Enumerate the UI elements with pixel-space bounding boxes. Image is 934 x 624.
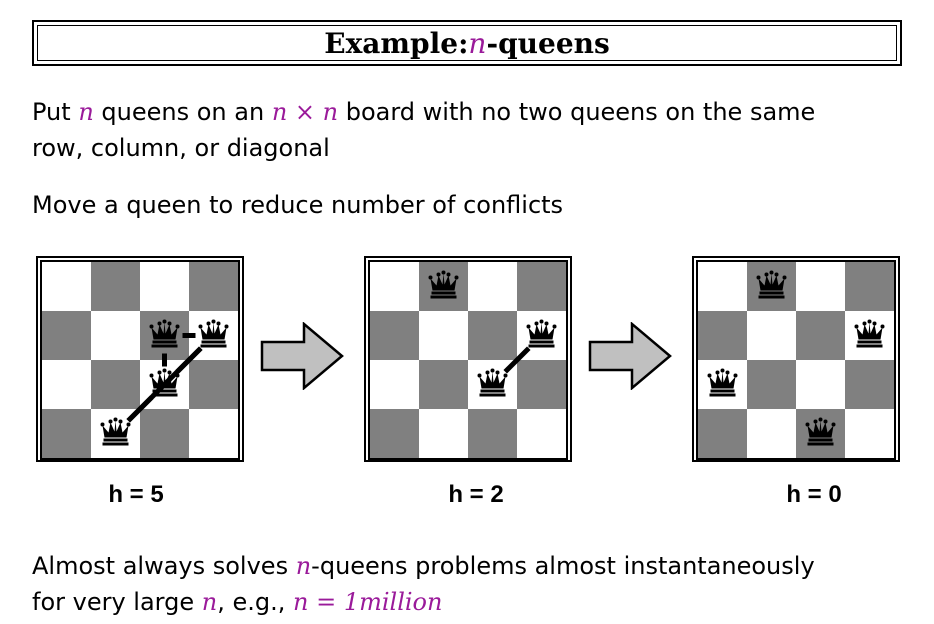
board-square xyxy=(370,262,419,311)
queen-icon xyxy=(428,270,459,299)
problem-statement: Put n queens on an n × n board with no t… xyxy=(32,94,815,166)
math-var: n xyxy=(201,588,218,616)
board-square xyxy=(370,409,419,458)
board-square xyxy=(140,262,189,311)
right-arrow-icon xyxy=(588,322,672,390)
conflict-line xyxy=(175,346,203,374)
math-expr: n × n xyxy=(271,98,339,126)
text-fragment: , e.g., xyxy=(217,588,293,616)
board-square xyxy=(419,360,468,409)
right-arrow-icon xyxy=(260,322,344,390)
queen-icon xyxy=(707,368,738,397)
queen-icon xyxy=(854,319,885,348)
board-square xyxy=(419,409,468,458)
board-square xyxy=(42,311,91,360)
board-square xyxy=(91,311,140,360)
text-fragment: Put xyxy=(32,98,79,126)
conclusion-text: Almost always solves n-queens problems a… xyxy=(32,548,815,620)
board-square xyxy=(517,409,566,458)
board-square xyxy=(796,311,845,360)
board-h5 xyxy=(36,256,244,462)
text-fragment: for very large xyxy=(32,588,202,616)
board-square xyxy=(845,262,894,311)
board-square xyxy=(370,360,419,409)
queen-icon xyxy=(756,270,787,299)
board-square xyxy=(845,360,894,409)
board-square xyxy=(91,360,140,409)
conflict-line xyxy=(126,395,154,423)
board-square xyxy=(42,360,91,409)
board-square xyxy=(189,262,238,311)
board-square xyxy=(189,360,238,409)
board-h2 xyxy=(364,256,572,462)
board-square xyxy=(796,360,845,409)
math-expr: n = 1million xyxy=(293,588,443,616)
conflict-line xyxy=(503,346,531,374)
board-square xyxy=(42,409,91,458)
board-square xyxy=(796,262,845,311)
board-square xyxy=(698,311,747,360)
board-h0 xyxy=(692,256,900,462)
queen-icon xyxy=(526,319,557,348)
board-square xyxy=(468,311,517,360)
text-fragment: -queens problems almost instantaneously xyxy=(311,552,815,580)
board-square xyxy=(747,311,796,360)
text-fragment: board with no two queens on the same xyxy=(338,98,816,126)
queen-icon xyxy=(100,417,131,446)
board-square xyxy=(140,409,189,458)
board-square xyxy=(698,262,747,311)
board-square xyxy=(747,360,796,409)
board-square xyxy=(370,311,419,360)
board-square xyxy=(42,262,91,311)
title-box: Example: n-queens xyxy=(32,20,902,66)
math-var: n xyxy=(78,98,94,126)
title-prefix: Example: xyxy=(324,26,469,60)
board-inner-frame xyxy=(696,260,896,460)
board-square xyxy=(419,311,468,360)
text-fragment: queens on an xyxy=(93,98,272,126)
queen-icon xyxy=(198,319,229,348)
queen-icon xyxy=(477,368,508,397)
title-var: n xyxy=(468,26,487,60)
board-label-h0: h = 0 xyxy=(786,481,842,508)
board-square xyxy=(468,409,517,458)
math-var: n xyxy=(295,552,312,580)
queen-icon xyxy=(805,417,836,446)
queen-icon xyxy=(149,368,180,397)
text-fragment: row, column, or diagonal xyxy=(32,134,330,162)
board-label-h5: h = 5 xyxy=(108,481,164,508)
board-square xyxy=(517,360,566,409)
board-square xyxy=(91,262,140,311)
strategy-text: Move a queen to reduce number of conflic… xyxy=(32,191,564,219)
board-square xyxy=(747,409,796,458)
board-inner-frame xyxy=(368,260,568,460)
board-square xyxy=(845,409,894,458)
board-square xyxy=(189,409,238,458)
board-square xyxy=(698,409,747,458)
text-fragment: Almost always solves xyxy=(32,552,296,580)
slide-title: Example: n-queens xyxy=(37,25,897,61)
board-square xyxy=(517,262,566,311)
title-suffix: -queens xyxy=(486,26,610,60)
board-inner-frame xyxy=(40,260,240,460)
board-label-h2: h = 2 xyxy=(448,481,504,508)
board-square xyxy=(468,262,517,311)
queen-icon xyxy=(149,319,180,348)
